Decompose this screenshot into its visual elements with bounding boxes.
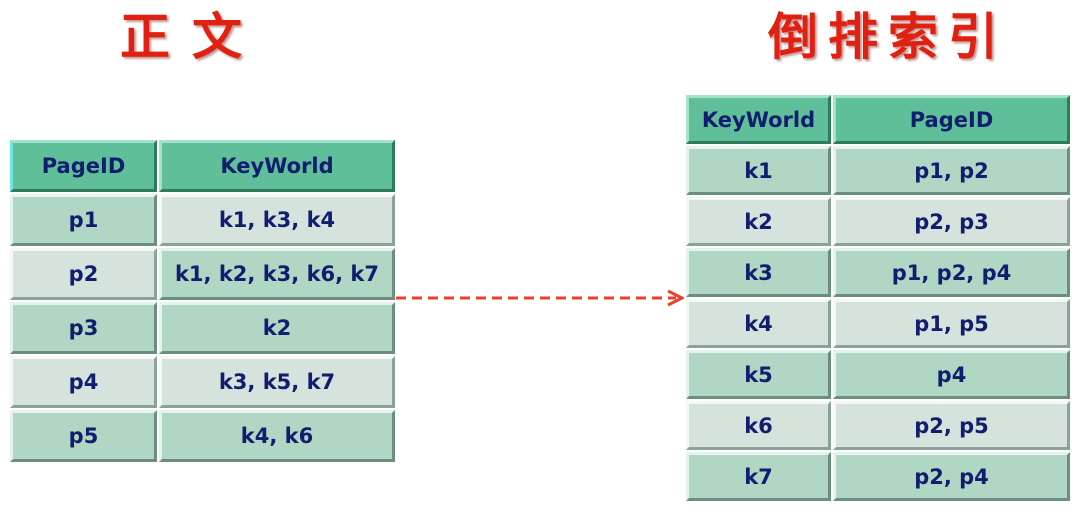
page-id-cell: p1 bbox=[10, 194, 157, 246]
table-row: k1 p1, p2 bbox=[686, 146, 1070, 195]
keywords-cell: k1, k3, k4 bbox=[159, 194, 395, 246]
page-id-cell: p3 bbox=[10, 302, 157, 354]
table-row: k3 p1, p2, p4 bbox=[686, 248, 1070, 297]
keyword-cell: k5 bbox=[686, 350, 831, 399]
keyword-cell: k7 bbox=[686, 452, 831, 501]
table-header-row: KeyWorld PageID bbox=[686, 95, 1070, 144]
table-row: p2 k1, k2, k3, k6, k7 bbox=[10, 248, 395, 300]
column-header-pageid: PageID bbox=[833, 95, 1070, 144]
table-row: p3 k2 bbox=[10, 302, 395, 354]
table-row: p1 k1, k3, k4 bbox=[10, 194, 395, 246]
column-header-pageid: PageID bbox=[10, 140, 157, 192]
page-ids-cell: p1, p2, p4 bbox=[833, 248, 1070, 297]
page-id-cell: p5 bbox=[10, 410, 157, 462]
forward-index-table: PageID KeyWorld p1 k1, k3, k4 p2 k1, k2,… bbox=[8, 138, 397, 464]
table-row: k7 p2, p4 bbox=[686, 452, 1070, 501]
keywords-cell: k2 bbox=[159, 302, 395, 354]
table-row: p4 k3, k5, k7 bbox=[10, 356, 395, 408]
page-id-cell: p4 bbox=[10, 356, 157, 408]
forward-index-title: 正文 bbox=[120, 7, 264, 66]
dashed-arrow-connector bbox=[396, 289, 686, 307]
inverted-index-title: 倒排索引 bbox=[768, 7, 1008, 66]
table-header-row: PageID KeyWorld bbox=[10, 140, 395, 192]
inverted-index-table: KeyWorld PageID k1 p1, p2 k2 p2, p3 k3 p… bbox=[684, 93, 1072, 503]
keywords-cell: k3, k5, k7 bbox=[159, 356, 395, 408]
page-ids-cell: p4 bbox=[833, 350, 1070, 399]
page-ids-cell: p2, p3 bbox=[833, 197, 1070, 246]
keywords-cell: k1, k2, k3, k6, k7 bbox=[159, 248, 395, 300]
page-ids-cell: p2, p4 bbox=[833, 452, 1070, 501]
table-row: k2 p2, p3 bbox=[686, 197, 1070, 246]
table-row: k6 p2, p5 bbox=[686, 401, 1070, 450]
keyword-cell: k3 bbox=[686, 248, 831, 297]
page-ids-cell: p1, p2 bbox=[833, 146, 1070, 195]
page-id-cell: p2 bbox=[10, 248, 157, 300]
page-ids-cell: p2, p5 bbox=[833, 401, 1070, 450]
column-header-keyworld: KeyWorld bbox=[159, 140, 395, 192]
keyword-cell: k2 bbox=[686, 197, 831, 246]
table-row: p5 k4, k6 bbox=[10, 410, 395, 462]
keyword-cell: k6 bbox=[686, 401, 831, 450]
column-header-keyworld: KeyWorld bbox=[686, 95, 831, 144]
page-ids-cell: p1, p5 bbox=[833, 299, 1070, 348]
keyword-cell: k1 bbox=[686, 146, 831, 195]
table-row: k4 p1, p5 bbox=[686, 299, 1070, 348]
keyword-cell: k4 bbox=[686, 299, 831, 348]
arrow-head-icon bbox=[667, 289, 686, 307]
table-row: k5 p4 bbox=[686, 350, 1070, 399]
keywords-cell: k4, k6 bbox=[159, 410, 395, 462]
